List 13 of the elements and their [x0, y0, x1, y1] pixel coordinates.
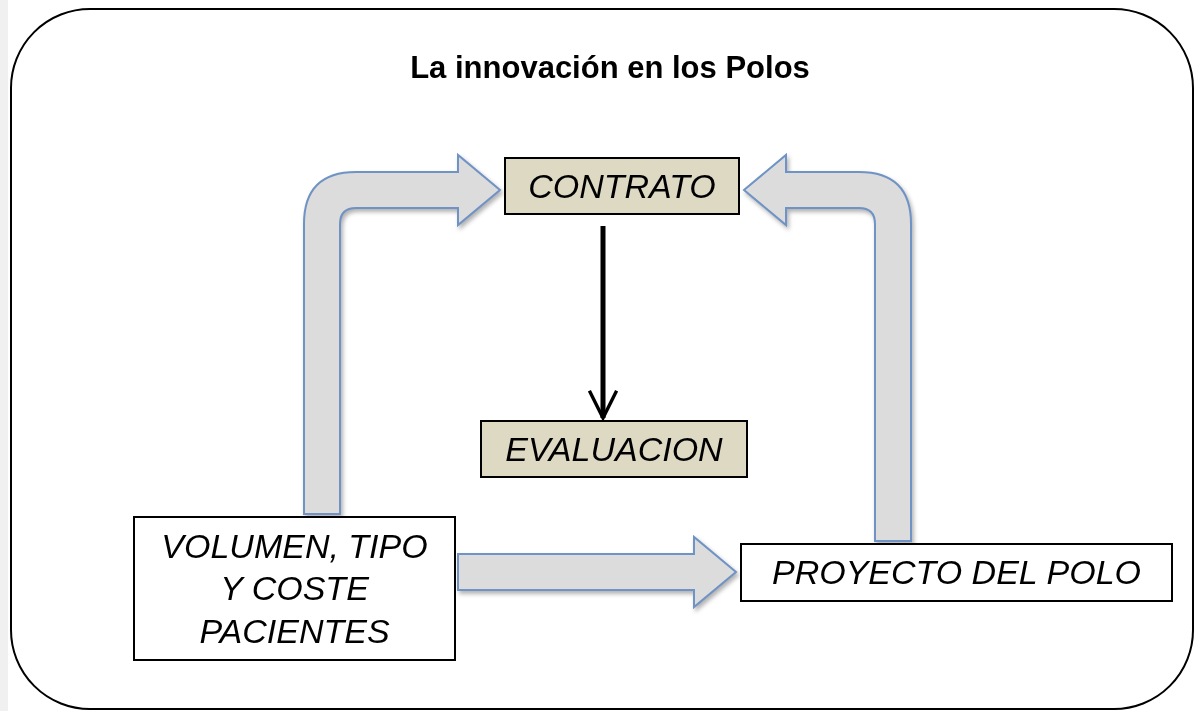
block-arrow: [457, 534, 738, 610]
box-label: CONTRATO: [528, 165, 716, 207]
block-arrow: [743, 154, 912, 542]
process-box: [504, 157, 740, 215]
title: La innovación en los Polos: [409, 50, 811, 86]
block-arrow: [303, 154, 501, 515]
process-box: [740, 543, 1173, 602]
arrow: [587, 226, 619, 420]
box-label: EVALUACION: [505, 428, 723, 470]
process-box: [480, 420, 748, 478]
box-label: PROYECTO DEL POLO: [771, 552, 1142, 594]
box-label: VOLUMEN, TIPO Y COSTE PACIENTES: [160, 525, 429, 652]
process-box: [133, 516, 456, 661]
